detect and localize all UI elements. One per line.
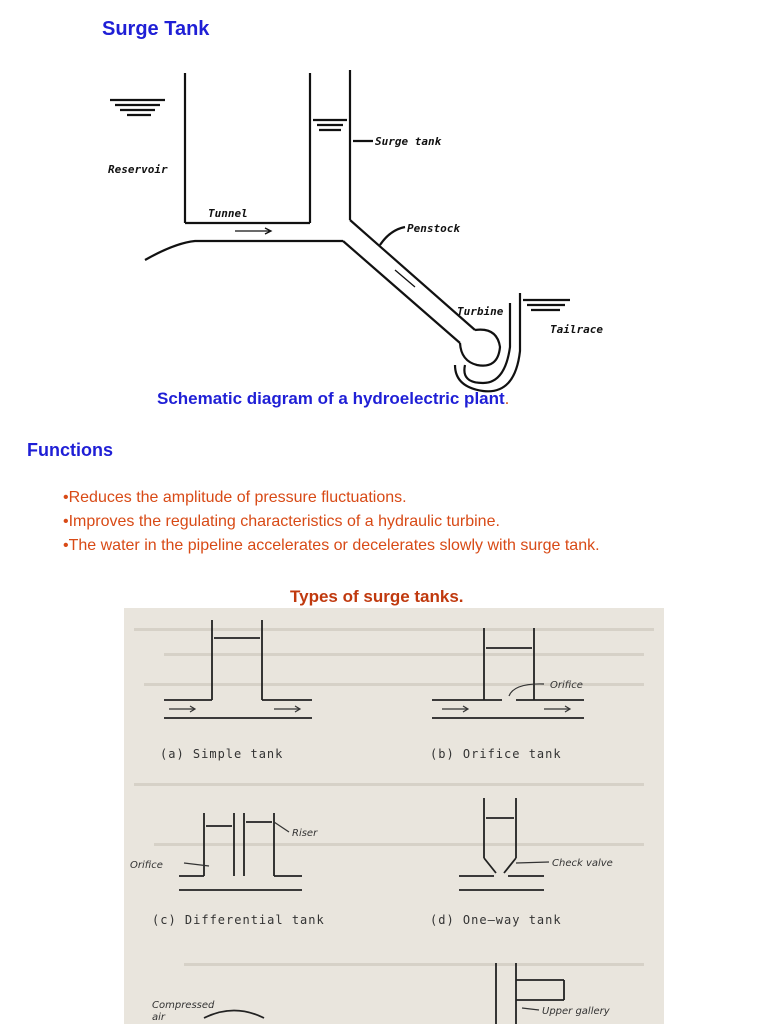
diagram-caption: Schematic diagram of a hydroelectric pla… xyxy=(157,389,509,409)
label-one-way-tank: (d) One–way tank xyxy=(430,913,562,927)
label-check-valve: Check valve xyxy=(552,858,613,869)
list-item: •Improves the regulating characteristics… xyxy=(63,513,500,530)
page-title: Surge Tank xyxy=(102,18,210,40)
turbine-label: Turbine xyxy=(457,305,504,318)
functions-list: •Reduces the amplitude of pressure fluct… xyxy=(63,486,600,558)
functions-heading: Functions xyxy=(27,440,113,460)
label-compressed-air-2: air xyxy=(152,1012,166,1023)
surge-tank-label: Surge tank xyxy=(375,135,442,148)
penstock-label: Penstock xyxy=(407,222,460,235)
tunnel-label: Tunnel xyxy=(208,207,248,220)
label-simple-tank: (a) Simple tank xyxy=(160,747,283,761)
list-item: •The water in the pipeline accelerates o… xyxy=(63,537,600,554)
label-compressed-air: Compressed xyxy=(152,1000,215,1011)
label-upper-gallery: Upper gallery xyxy=(542,1006,611,1017)
reservoir-label: Reservoir xyxy=(108,163,168,176)
caption-text: Schematic diagram of a hydroelectric pla… xyxy=(157,389,505,408)
label-orifice-c: Orifice xyxy=(130,860,163,871)
label-orifice-b: Orifice xyxy=(550,680,583,691)
label-differential-tank: (c) Differential tank xyxy=(152,913,325,927)
label-orifice-tank: (b) Orifice tank xyxy=(430,747,562,761)
surge-tank-types-scan: (a) Simple tank (b) Orifice tank (c) Dif… xyxy=(124,608,664,1024)
caption-period: . xyxy=(504,389,510,408)
types-heading: Types of surge tanks. xyxy=(290,587,464,606)
tailrace-label: Tailrace xyxy=(550,323,603,336)
list-item: •Reduces the amplitude of pressure fluct… xyxy=(63,489,407,506)
hydroelectric-schematic-diagram: Reservoir Surge tank Tunnel Penstock Tur… xyxy=(108,70,603,393)
label-riser: Riser xyxy=(292,828,318,839)
